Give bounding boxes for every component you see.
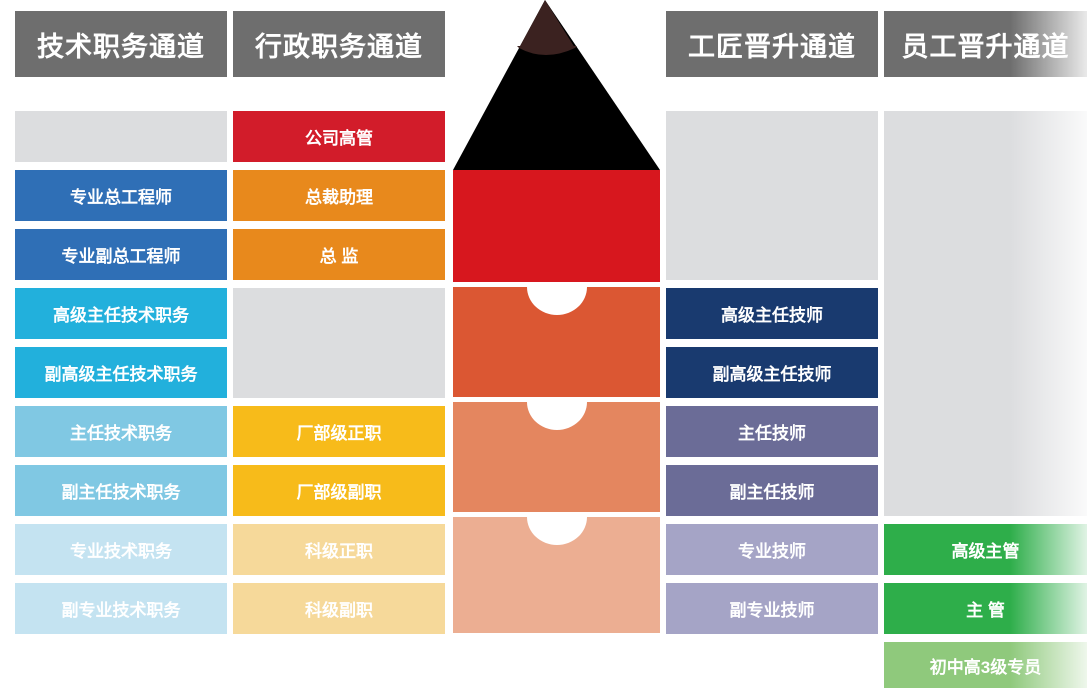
craftsman-senior-chief: 高级主任技师	[666, 288, 878, 339]
header-tech-channel: 技术职务通道	[15, 11, 227, 77]
admin-deputy-dept-head: 厂部级副职	[233, 465, 445, 516]
tech-director: 主任技术职务	[15, 406, 227, 457]
pencil-wood-tip	[453, 0, 660, 170]
craftsman-deputy-chief: 副主任技师	[666, 465, 878, 516]
staff-supervisor: 主 管	[884, 583, 1087, 634]
tech-professional: 专业技术职务	[15, 524, 227, 575]
craftsman-chief: 主任技师	[666, 406, 878, 457]
craftsman-blank-cell	[666, 111, 878, 280]
tech-deputy-senior-director: 副高级主任技术职务	[15, 347, 227, 398]
tech-deputy-director: 副主任技术职务	[15, 465, 227, 516]
admin-deputy-section-head: 科级副职	[233, 583, 445, 634]
admin-section-head: 科级正职	[233, 524, 445, 575]
admin-dept-head: 厂部级正职	[233, 406, 445, 457]
pencil-segment-2	[453, 287, 660, 397]
pencil-segment-4	[453, 517, 660, 633]
tech-blank-cell	[15, 111, 227, 162]
admin-executive: 公司高管	[233, 111, 445, 162]
staff-blank-cell	[884, 111, 1087, 516]
craftsman-deputy-senior-chief: 副高级主任技师	[666, 347, 878, 398]
admin-president-assistant: 总裁助理	[233, 170, 445, 221]
tech-chief-engineer: 专业总工程师	[15, 170, 227, 221]
header-admin-channel: 行政职务通道	[233, 11, 445, 77]
staff-senior-supervisor: 高级主管	[884, 524, 1087, 575]
admin-director: 总 监	[233, 229, 445, 280]
admin-blank-cell	[233, 288, 445, 398]
pencil-segment-red	[453, 170, 660, 282]
tech-senior-director: 高级主任技术职务	[15, 288, 227, 339]
pencil-segment-3	[453, 402, 660, 512]
craftsman-deputy-professional: 副专业技师	[666, 583, 878, 634]
pencil-lead-tip	[519, 0, 575, 48]
pencil-lead-base	[517, 46, 577, 55]
craftsman-professional: 专业技师	[666, 524, 878, 575]
tech-deputy-chief-engineer: 专业副总工程师	[15, 229, 227, 280]
staff-specialist: 初中高3级专员	[884, 642, 1087, 688]
header-craftsman-channel: 工匠晋升通道	[666, 11, 878, 77]
tech-deputy-professional: 副专业技术职务	[15, 583, 227, 634]
